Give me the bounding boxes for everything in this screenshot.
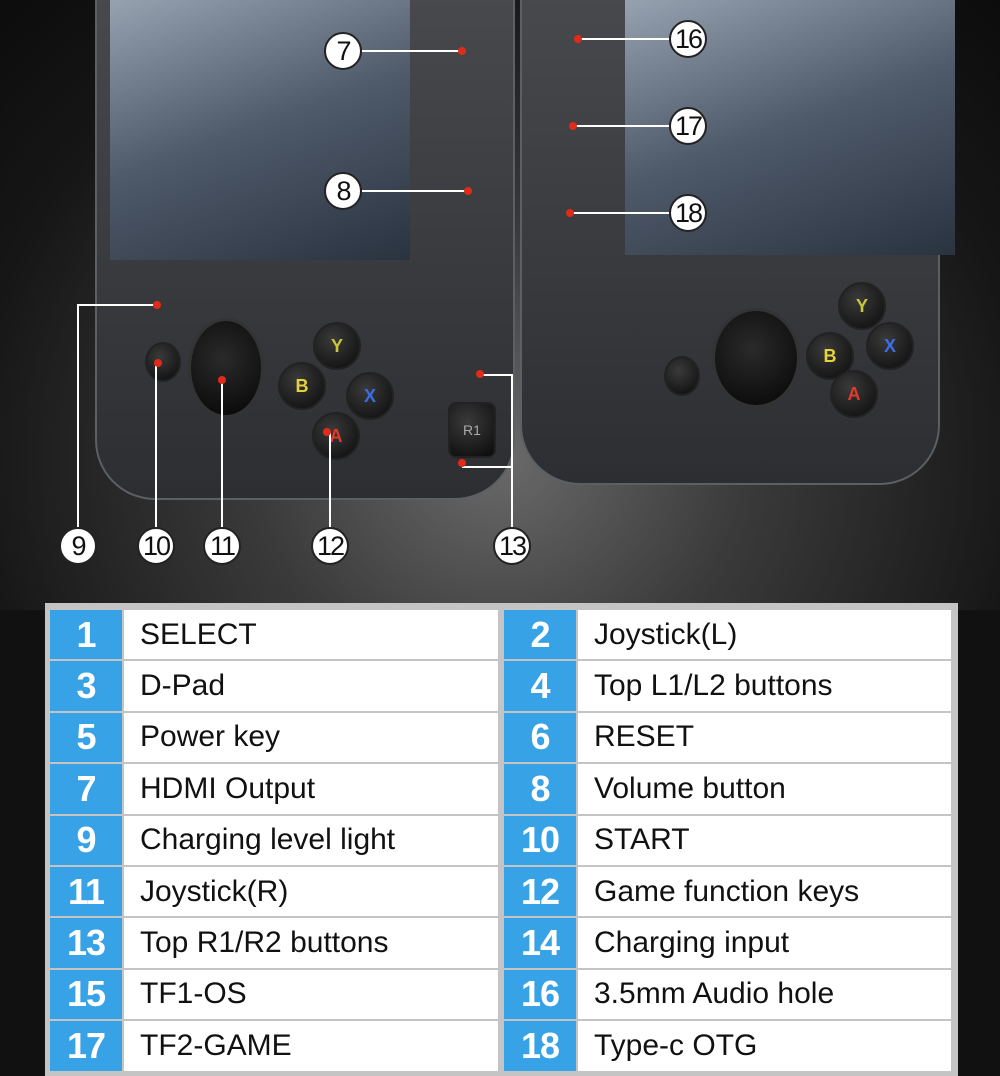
item-label: Power key [122,712,498,763]
callout-dot [218,376,226,384]
joystick-right [188,318,264,418]
item-label: Volume button [576,764,951,814]
y-button: Y [313,322,361,370]
product-photo: Y B X A R1 Y B X A 7 8 16 17 18 9 10 11 … [0,0,1000,610]
item-label: SELECT [122,610,498,660]
item-number: 13 [50,918,122,968]
callout-dot [566,209,574,217]
callout-17: 17 [669,107,707,145]
item-label: Charging level light [122,815,498,865]
callout-12: 12 [311,527,349,565]
callout-dot [464,187,472,195]
item-label: HDMI Output [122,764,498,814]
callout-dot [458,47,466,55]
callout-lines [77,35,669,527]
callout-dot [569,122,577,130]
item-number: 1 [50,610,122,660]
item-number: 5 [50,712,122,763]
x-button: X [346,372,394,420]
callout-dot [458,459,466,467]
r1-button: R1 [448,402,496,458]
a-button-right: A [830,370,878,418]
callout-dot [574,35,582,43]
item-number: 12 [504,866,576,917]
start-button [145,342,181,382]
callout-11: 11 [203,527,241,565]
item-label: Top R1/R2 buttons [122,918,498,968]
item-label: TF2-GAME [122,1021,498,1071]
item-label: 3.5mm Audio hole [576,969,951,1020]
b-button-right: B [806,332,854,380]
callout-7: 7 [324,32,362,70]
callout-dot [153,301,161,309]
callout-13: 13 [493,527,531,565]
item-number: 11 [50,866,122,917]
select-button [664,356,700,396]
item-number: 8 [504,764,576,814]
callout-dot [154,359,162,367]
callout-dot [323,428,331,436]
x-button-right: X [866,322,914,370]
a-button: A [312,412,360,460]
item-label: START [576,815,951,865]
callout-16: 16 [669,20,707,58]
item-label: D-Pad [122,661,498,711]
callout-10: 10 [137,527,175,565]
item-number: 7 [50,764,122,814]
item-number: 15 [50,969,122,1020]
item-label: RESET [576,712,951,763]
item-number: 6 [504,712,576,763]
item-label: TF1-OS [122,969,498,1020]
item-number: 3 [50,661,122,711]
item-number: 16 [504,969,576,1020]
item-number: 9 [50,815,122,865]
item-label: Game function keys [576,866,951,917]
b-button: B [278,362,326,410]
item-label: Joystick(L) [576,610,951,660]
callout-dot [476,370,484,378]
item-number: 4 [504,661,576,711]
item-label: Type-c OTG [576,1021,951,1071]
item-number: 17 [50,1021,122,1071]
callout-8: 8 [324,172,362,210]
item-number: 14 [504,918,576,968]
item-number: 18 [504,1021,576,1071]
item-number: 2 [504,610,576,660]
item-label: Joystick(R) [122,866,498,917]
joystick-left [712,308,800,408]
y-button-right: Y [838,282,886,330]
item-label: Charging input [576,918,951,968]
item-number: 10 [504,815,576,865]
item-label: Top L1/L2 buttons [576,661,951,711]
callout-18: 18 [669,194,707,232]
callout-9: 9 [59,527,97,565]
